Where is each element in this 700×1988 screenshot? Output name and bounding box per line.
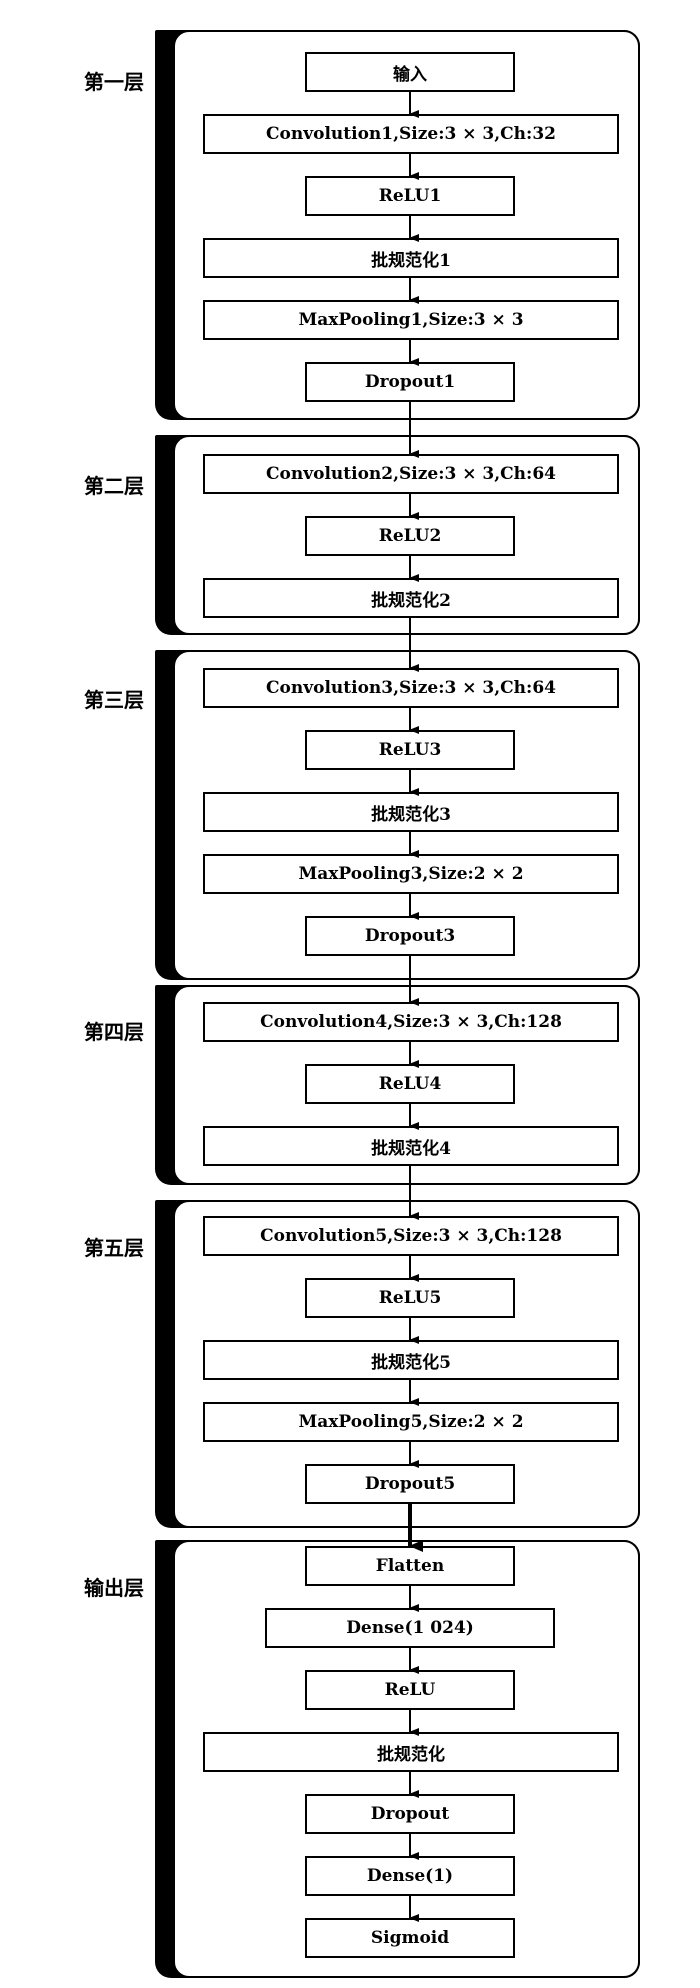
- block-convolution4: Convolution4,Size:3 × 3,Ch:128: [203, 1002, 619, 1042]
- block-flatten: Flatten: [305, 1546, 515, 1586]
- block-dropout1: Dropout1: [305, 362, 515, 402]
- block-maxpooling3: MaxPooling3,Size:2 × 2: [203, 854, 619, 894]
- block-dropout: Dropout: [305, 1794, 515, 1834]
- block-convolution5: Convolution5,Size:3 × 3,Ch:128: [203, 1216, 619, 1256]
- block-dense-1: Dense(1): [305, 1856, 515, 1896]
- layer-5-label: 第五层: [84, 1236, 144, 1260]
- block-relu: ReLU: [305, 1670, 515, 1710]
- layer-3-label: 第三层: [84, 688, 144, 712]
- block-batchnorm3: 批规范化3: [203, 792, 619, 832]
- layer-1-label: 第一层: [84, 70, 144, 94]
- block-batchnorm2: 批规范化2: [203, 578, 619, 618]
- block-maxpooling1: MaxPooling1,Size:3 × 3: [203, 300, 619, 340]
- block-relu4: ReLU4: [305, 1064, 515, 1104]
- block-batchnorm1: 批规范化1: [203, 238, 619, 278]
- block-dense-1024: Dense(1 024): [265, 1608, 555, 1648]
- block-input: 输入: [305, 52, 515, 92]
- block-sigmoid: Sigmoid: [305, 1918, 515, 1958]
- block-convolution2: Convolution2,Size:3 × 3,Ch:64: [203, 454, 619, 494]
- block-batchnorm: 批规范化: [203, 1732, 619, 1772]
- block-convolution3: Convolution3,Size:3 × 3,Ch:64: [203, 668, 619, 708]
- block-relu3: ReLU3: [305, 730, 515, 770]
- layer-2-label: 第二层: [84, 474, 144, 498]
- output-layer-label: 输出层: [84, 1576, 144, 1600]
- block-relu5: ReLU5: [305, 1278, 515, 1318]
- block-convolution1: Convolution1,Size:3 × 3,Ch:32: [203, 114, 619, 154]
- block-batchnorm5: 批规范化5: [203, 1340, 619, 1380]
- block-maxpooling5: MaxPooling5,Size:2 × 2: [203, 1402, 619, 1442]
- block-batchnorm4: 批规范化4: [203, 1126, 619, 1166]
- block-dropout5: Dropout5: [305, 1464, 515, 1504]
- layer-1-frame: [155, 30, 640, 420]
- layer-4-label: 第四层: [84, 1020, 144, 1044]
- block-dropout3: Dropout3: [305, 916, 515, 956]
- block-relu2: ReLU2: [305, 516, 515, 556]
- block-relu1: ReLU1: [305, 176, 515, 216]
